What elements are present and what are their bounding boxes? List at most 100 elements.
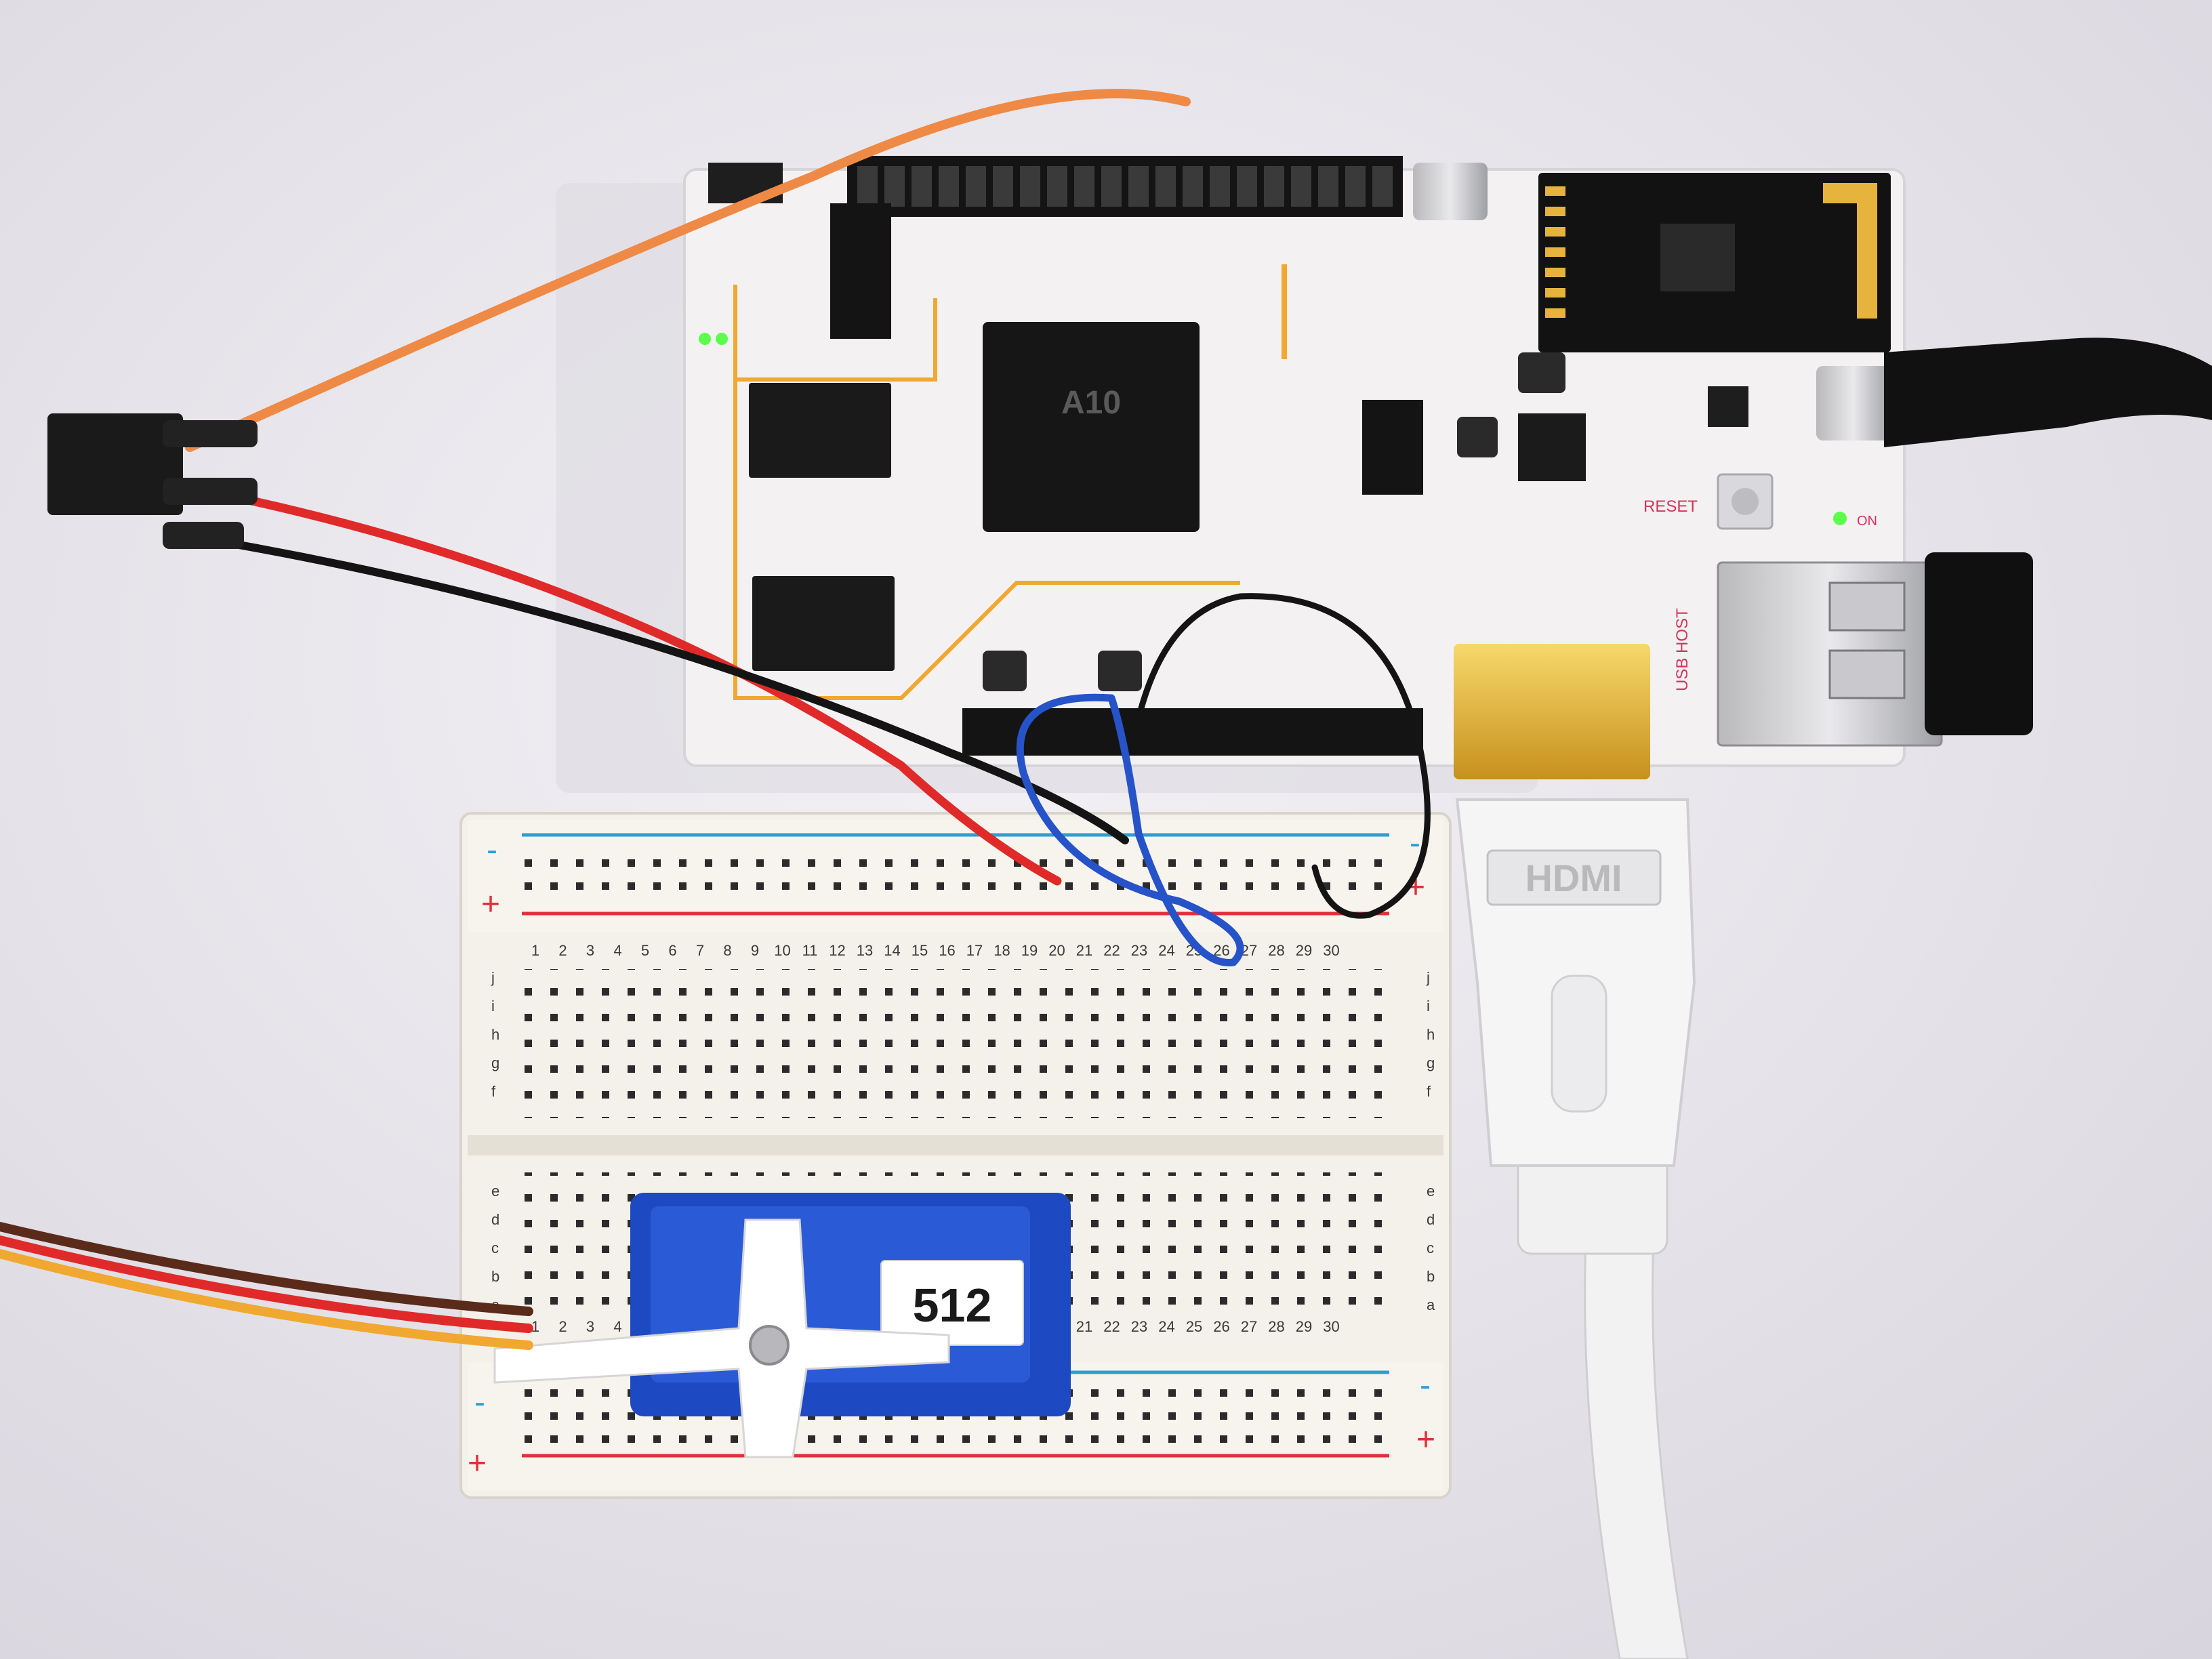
column-number: 21 [1076, 1318, 1092, 1335]
row-letter: g [491, 1054, 499, 1071]
wifi-module [1538, 173, 1891, 352]
column-number: 24 [1158, 1318, 1174, 1335]
wire-black [220, 538, 1129, 844]
pcb-trace [733, 285, 1240, 700]
servo-horn-screw [749, 1325, 790, 1366]
servo-sticker-text: 512 [913, 1279, 992, 1332]
status-leds [699, 333, 1847, 525]
wire-servo-cable [0, 1249, 533, 1350]
dupont-connector [163, 420, 258, 447]
rail-minus-label: - [474, 1385, 485, 1420]
row-letter: b [1427, 1268, 1435, 1285]
column-number: 30 [1323, 1318, 1339, 1335]
micro-usb-cable [1884, 337, 2212, 447]
row-letter: b [491, 1268, 499, 1285]
row-letter: a [1427, 1296, 1435, 1313]
ic-chip [1518, 413, 1586, 481]
soc-chip [983, 322, 1200, 532]
wire-black-loop [1135, 593, 1431, 919]
column-number: 23 [1131, 1318, 1147, 1335]
center-channel [468, 1135, 1443, 1155]
column-number: 18 [994, 942, 1010, 959]
row-letter: j [1426, 969, 1430, 986]
column-number: 3 [586, 942, 594, 959]
column-number: 7 [696, 942, 704, 959]
column-number: 5 [641, 942, 649, 959]
servo-motor: 512 [493, 1193, 1071, 1458]
terminal-holes-top[interactable] [522, 969, 1382, 1118]
servo-sticker [880, 1260, 1024, 1346]
column-number: 25 [1186, 1318, 1202, 1335]
pcb-board: A10 RESET [683, 156, 2033, 779]
column-number: 14 [884, 942, 900, 959]
column-number: 1 [531, 942, 539, 959]
column-number: 29 [1296, 1318, 1312, 1335]
inductor [1457, 417, 1498, 457]
rail-plus-label: + [1416, 1422, 1435, 1458]
inductor [1518, 352, 1565, 393]
rail-minus-label: - [487, 832, 497, 868]
column-number: 24 [1158, 942, 1174, 959]
column-number: 15 [912, 942, 928, 959]
ic-chip [1708, 386, 1748, 427]
column-number: 10 [774, 942, 790, 959]
column-number: 22 [1103, 1318, 1120, 1335]
rail-minus-label: - [1410, 825, 1420, 861]
usb-host-port[interactable] [1717, 561, 1943, 747]
column-number: 20 [1048, 942, 1065, 959]
wire-orange [185, 89, 1191, 452]
column-number: 30 [1323, 942, 1339, 959]
wire-red [219, 490, 1062, 886]
row-letter: f [491, 1083, 496, 1100]
column-number: 29 [1296, 942, 1312, 959]
dupont-connector [47, 413, 183, 515]
row-letter: h [1427, 1026, 1435, 1043]
column-number: 9 [751, 942, 759, 959]
column-number: 22 [1103, 942, 1120, 959]
row-letter: i [1427, 998, 1430, 1015]
wire-blue [1016, 693, 1244, 966]
rail-plus-label: + [468, 1446, 487, 1481]
hdmi-cable: HDMI [1455, 798, 1696, 1659]
column-number: 2 [558, 942, 567, 959]
ram-chip [752, 576, 895, 671]
soc-chip-label: A10 [1061, 385, 1121, 421]
row-letter: d [491, 1211, 499, 1228]
wire-servo-cable [0, 1235, 533, 1333]
row-letter: g [1427, 1054, 1435, 1071]
column-number: 6 [668, 942, 676, 959]
column-number: 12 [829, 942, 845, 959]
column-number: 4 [613, 1318, 621, 1335]
ram-chip [749, 383, 891, 478]
inductor [983, 651, 1027, 691]
column-number: 13 [857, 942, 873, 959]
pin-header-small [830, 203, 891, 339]
pcb-trace [735, 298, 937, 382]
rail-holes[interactable] [522, 844, 1382, 905]
column-number: 19 [1021, 942, 1038, 959]
row-letter: f [1427, 1083, 1431, 1100]
pin-header-mid [1362, 400, 1423, 495]
column-number: 27 [1241, 1318, 1257, 1335]
jumper-wires [0, 89, 1431, 1350]
column-number: 28 [1268, 942, 1284, 959]
row-letter: e [1427, 1183, 1435, 1200]
hdmi-logo: HDMI [1525, 857, 1622, 899]
usb-dongle [1925, 552, 2033, 735]
dupont-connector [163, 522, 244, 549]
column-number: 1 [531, 1318, 539, 1335]
column-number: 23 [1131, 942, 1147, 959]
row-letter: e [491, 1183, 499, 1200]
dupont-connector [163, 478, 258, 505]
row-letter: c [491, 1240, 499, 1256]
reset-button[interactable] [1717, 473, 1774, 530]
row-letter: i [491, 998, 495, 1015]
usb-host-label: USB HOST [1673, 608, 1692, 691]
column-number: 16 [939, 942, 955, 959]
micro-usb-port-side[interactable] [1816, 366, 1891, 441]
hdmi-port[interactable] [1454, 644, 1650, 779]
micro-usb-port-top[interactable] [1413, 163, 1488, 220]
gpio-header-bottom[interactable] [962, 708, 1423, 756]
row-letter: j [491, 969, 495, 986]
